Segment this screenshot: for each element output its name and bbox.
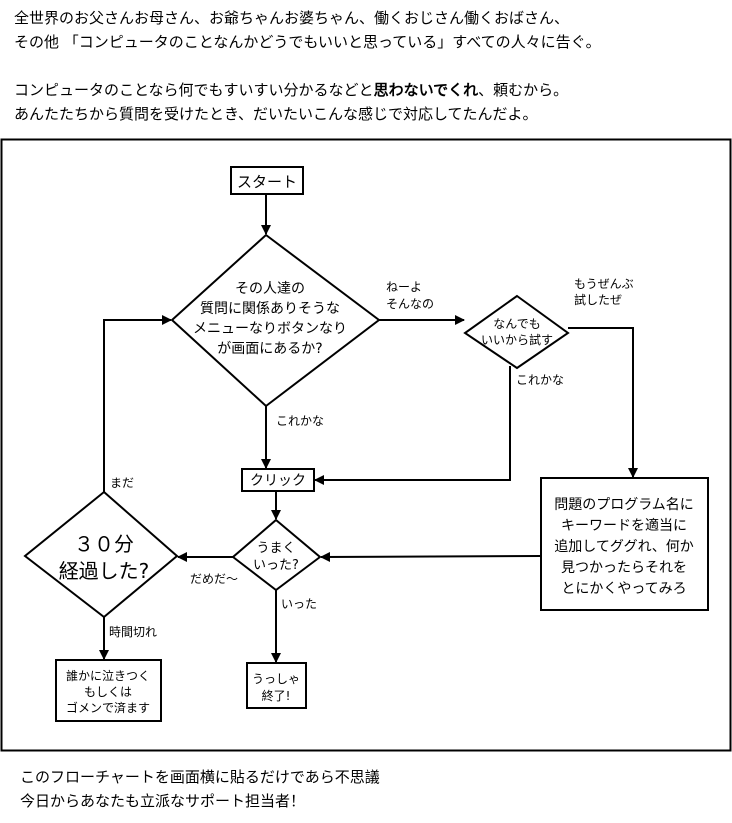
- give-up-line-1: 誰かに泣きつく: [66, 668, 150, 683]
- arrow-search-to-worked: [320, 551, 542, 562]
- done-box: [246, 662, 307, 709]
- arrow-try-this: [314, 366, 511, 485]
- flowchart-svg: スタート その人達の 質問に関係ありそうな メニューなりボタンなり が画面にある…: [0, 138, 732, 752]
- try-anything-diamond: [463, 294, 570, 370]
- elapsed-line-1: ３０分: [74, 532, 134, 556]
- flowchart: スタート その人達の 質問に関係ありそうな メニューなりボタンなり が画面にある…: [0, 138, 732, 753]
- footer-line-1: このフローチャートを画面横に貼るだけであら不思議: [20, 768, 380, 786]
- search-line-4: 見つかったらそれを: [561, 560, 687, 576]
- q1-no-line-1: ねーよ: [386, 280, 422, 294]
- header-line-2: その他 「コンピュータのことなんかどうでもいいと思っている」すべての人々に告ぐ。: [14, 33, 601, 51]
- not-yet-label: まだ: [110, 476, 134, 490]
- chart-border: [0, 138, 732, 752]
- worked-no-label: だめだ〜: [190, 572, 238, 586]
- try-any-line-2: いいから試す: [481, 332, 553, 347]
- q1-yes-label: これかな: [276, 414, 324, 428]
- click-label: クリック: [250, 473, 306, 489]
- done-line-2: 終了!: [262, 688, 291, 703]
- q1-line-3: メニューなりボタンなり: [193, 321, 347, 337]
- worked-yes-label: いった: [281, 597, 317, 611]
- give-up-line-2: もしくは: [84, 685, 132, 699]
- worked-line-2: いった?: [253, 558, 299, 573]
- arrow-not-yet: [103, 315, 172, 492]
- try-this-label: これかな: [516, 373, 564, 387]
- give-up-line-3: ゴメンで済ます: [66, 700, 150, 715]
- google-search-box: [540, 477, 709, 611]
- q1-line-4: が画面にあるか?: [217, 341, 322, 357]
- try-any-line-1: なんでも: [493, 317, 540, 331]
- search-line-1: 問題のプログラム名に: [554, 497, 694, 513]
- search-line-3: 追加してググれ、何か: [554, 539, 693, 555]
- header-line-3-bold: 思わないでくれ: [373, 81, 479, 99]
- search-line-5: とにかくやってみろ: [561, 581, 686, 597]
- done-line-1: うっしゃ: [252, 672, 300, 686]
- q1-line-1: その人達の: [235, 281, 305, 297]
- header-line-3-post: 、頼むから。: [478, 81, 569, 99]
- header-line-3: コンピュータのことなら何でもすいすい分かるなどと思わないでくれ、頼むから。: [14, 80, 568, 101]
- q1-no-line-2: そんなの: [386, 297, 434, 311]
- arrow-tried-all: [568, 327, 638, 478]
- header-line-4: あんたたちから質問を受けたとき、だいたいこんな感じで対応してたんだよ。: [14, 105, 538, 123]
- time-up-label: 時間切れ: [109, 625, 157, 639]
- header-line-3-pre: コンピュータのことなら何でもすいすい分かるなどと: [14, 81, 374, 99]
- start-label: スタート: [237, 173, 297, 191]
- give-up-box: [55, 659, 162, 722]
- worked-line-1: うまく: [256, 541, 295, 556]
- tried-all-line-2: 試したぜ: [574, 292, 622, 307]
- elapsed-line-2: 経過した?: [59, 559, 150, 583]
- tried-all-line-1: もうぜんぶ: [574, 277, 634, 291]
- header-line-1: 全世界のお父さんお母さん、お爺ちゃんお婆ちゃん、働くおじさん働くおばさん、: [14, 9, 570, 27]
- q1-line-2: 質問に関係ありそうな: [200, 301, 340, 317]
- search-line-2: キーワードを適当に: [561, 517, 687, 534]
- footer-line-2: 今日からあなたも立派なサポート担当者！: [20, 792, 306, 810]
